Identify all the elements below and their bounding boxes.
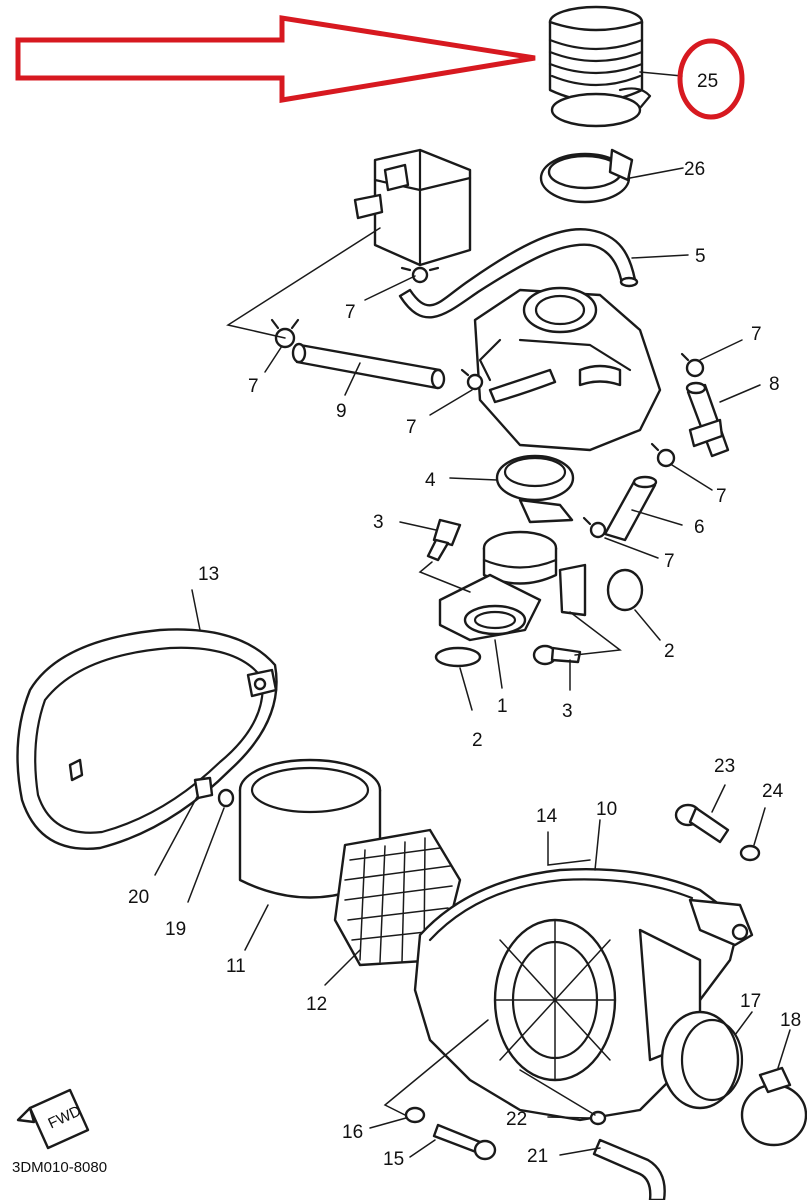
label-part-7c: 7 [406, 417, 417, 438]
label-part-4: 4 [425, 470, 436, 491]
highlight-circle [677, 38, 745, 120]
part-2-o-rings [434, 568, 644, 668]
label-part-12: 12 [306, 994, 327, 1015]
part-26-clamp [539, 148, 634, 204]
part-7-clips [270, 266, 705, 539]
label-part-25: 25 [697, 71, 718, 92]
highlight-arrow [15, 15, 536, 103]
part-23-24-bolt-washer [674, 803, 761, 862]
part-4-clamp [495, 454, 575, 524]
label-part-18: 18 [780, 1010, 801, 1031]
part-9-hose [291, 342, 446, 390]
breather-box [353, 148, 472, 267]
label-part-2a: 2 [664, 641, 675, 662]
label-part-26: 26 [684, 159, 705, 180]
label-part-13: 13 [198, 564, 219, 585]
label-part-7a: 7 [345, 302, 356, 323]
label-part-24: 24 [762, 781, 784, 802]
label-part-20: 20 [128, 887, 149, 908]
label-part-7d: 7 [751, 324, 762, 345]
part-8-t-fitting [685, 381, 730, 458]
label-part-3b: 3 [562, 701, 573, 722]
part-5-hose [398, 228, 639, 319]
label-part-7e: 7 [716, 486, 727, 507]
label-part-7f: 7 [664, 551, 675, 572]
part-10-air-cleaner-case [413, 867, 754, 1122]
label-part-14: 14 [536, 806, 558, 827]
label-part-3a: 3 [373, 512, 384, 533]
part-20-19-nut-washer [193, 776, 235, 808]
label-part-6: 6 [694, 517, 705, 538]
label-part-17: 17 [740, 991, 761, 1012]
part-17-18-joint-clamp [660, 1010, 807, 1147]
label-part-5: 5 [695, 246, 706, 267]
part-labels: 25 26 5 7 7 9 7 7 8 7 4 6 3 7 2 3 1 2 13… [128, 71, 801, 1170]
label-part-10: 10 [596, 799, 617, 820]
part-1-joint [438, 530, 587, 642]
part-13-air-cleaner-cover [16, 628, 278, 850]
label-part-23: 23 [714, 756, 735, 777]
part-6-hose [603, 475, 658, 542]
label-part-11: 11 [226, 956, 246, 977]
carburetor-body [473, 286, 662, 452]
part-25-intake-boot [548, 5, 652, 128]
label-part-8: 8 [769, 374, 780, 395]
part-15-16-21-22-small-parts [404, 1106, 666, 1200]
label-part-21: 21 [527, 1146, 548, 1167]
label-part-1: 1 [497, 696, 508, 717]
fwd-badge: FWD [16, 1088, 90, 1150]
label-part-16: 16 [342, 1122, 363, 1143]
diagram-code: 3DM010-8080 [12, 1159, 107, 1176]
label-part-19: 19 [165, 919, 186, 940]
part-3-bolt-lower [532, 644, 582, 666]
part-3-bolt-upper [426, 518, 462, 562]
label-part-7b: 7 [248, 376, 259, 397]
label-part-15: 15 [383, 1149, 404, 1170]
label-part-2b: 2 [472, 730, 483, 751]
label-part-22: 22 [506, 1109, 527, 1130]
label-part-9: 9 [336, 401, 347, 422]
leader-lines [154, 71, 791, 1158]
